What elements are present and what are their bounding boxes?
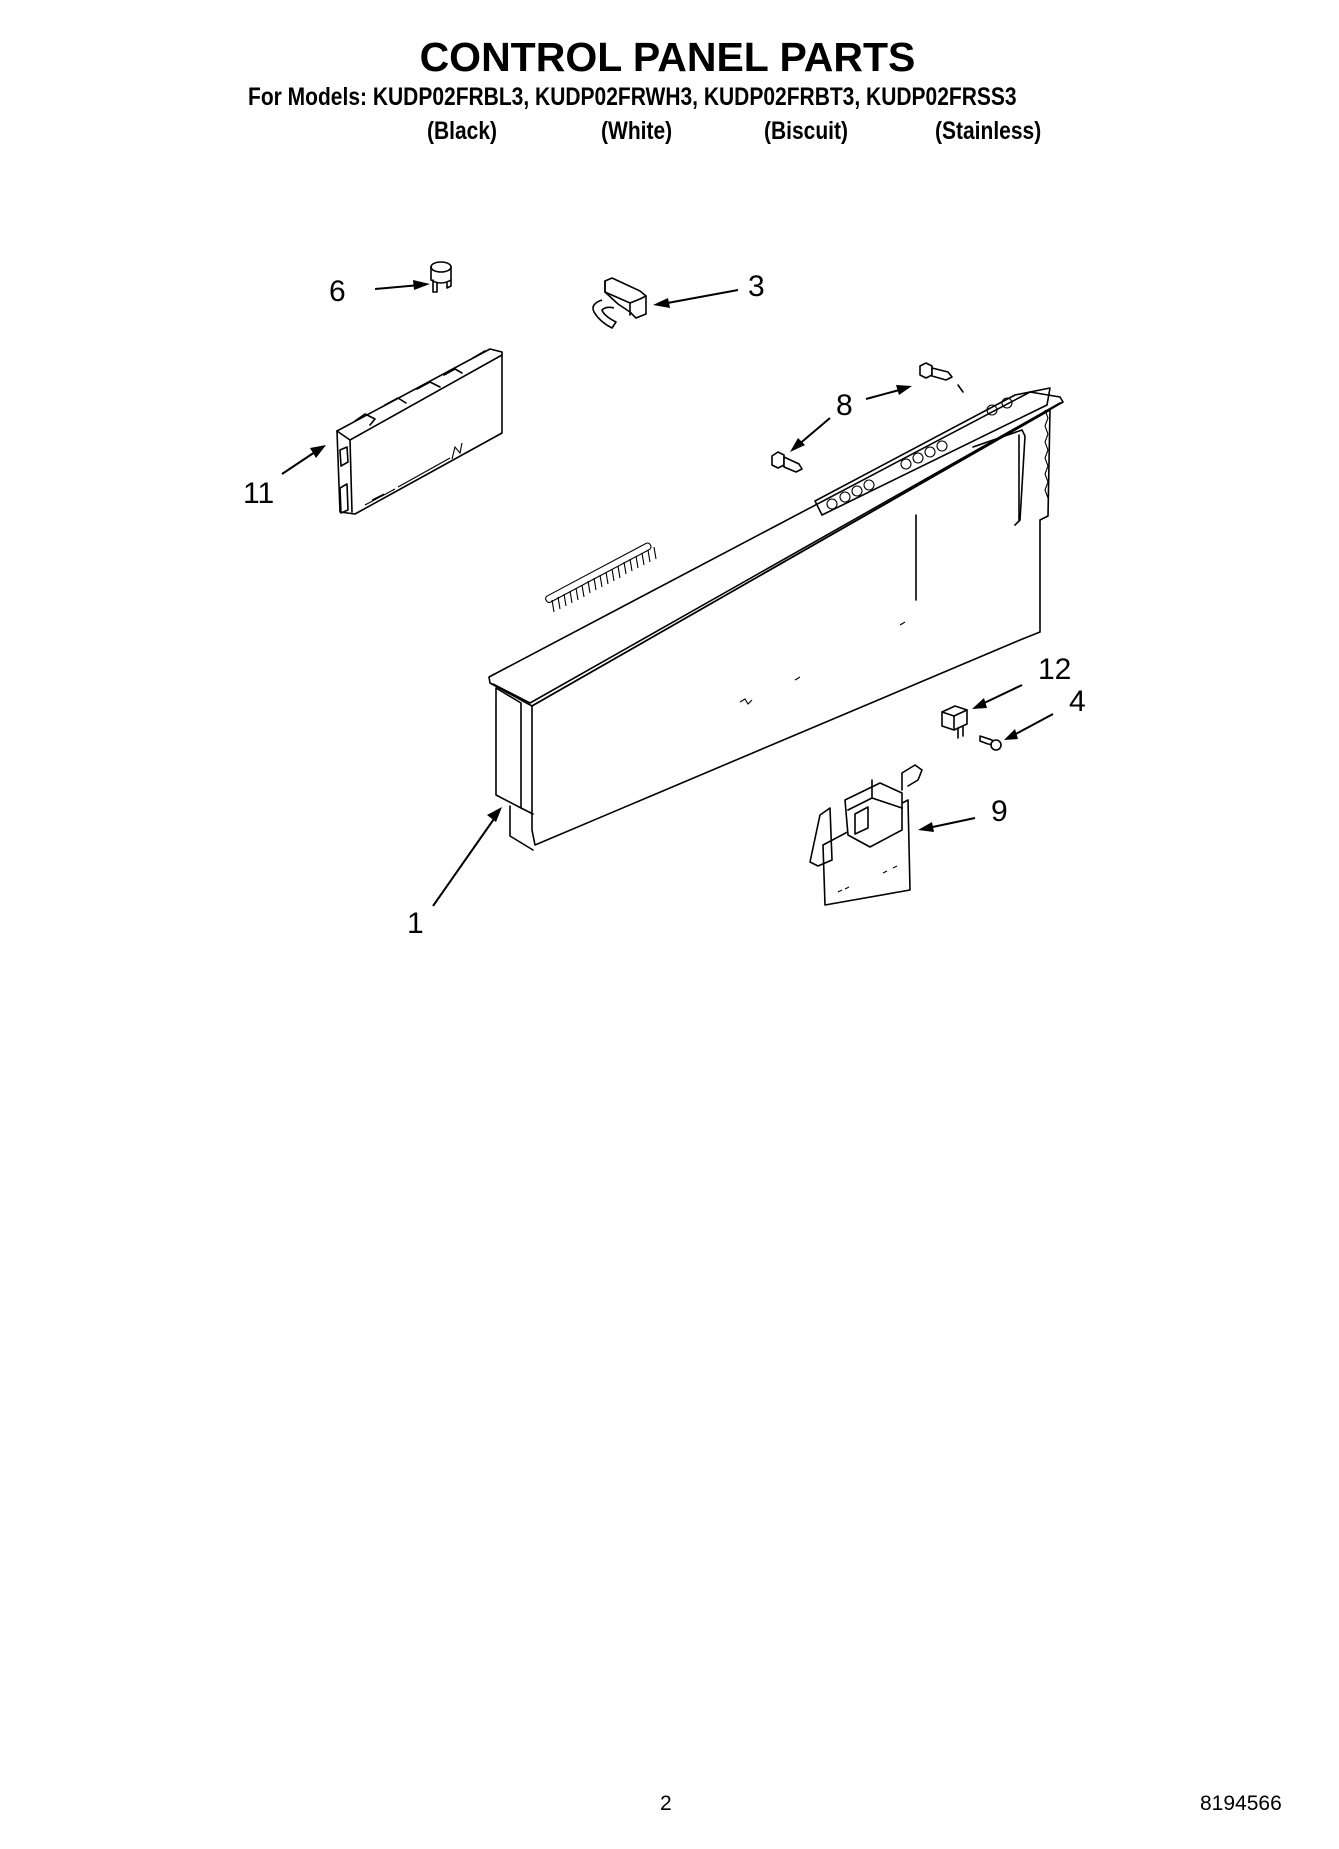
callout-1: 1 (407, 907, 424, 940)
callout-11: 11 (243, 477, 275, 510)
callout-12: 12 (1038, 653, 1072, 686)
callout-4: 4 (1069, 685, 1086, 718)
part-9-latch-assembly-icon (809, 764, 923, 906)
part-1-control-panel-icon (488, 387, 1064, 851)
callout-8: 8 (836, 389, 853, 422)
color-biscuit: (Biscuit) (764, 117, 848, 145)
part-8-screw-upper-icon (919, 362, 964, 393)
callout-6: 6 (329, 275, 346, 308)
callout-9: 9 (991, 795, 1008, 828)
page-title: CONTROL PANEL PARTS (419, 34, 916, 80)
color-black: (Black) (427, 117, 498, 145)
part-3-clip-icon (592, 277, 647, 329)
part-11-control-board-icon (336, 348, 503, 515)
color-stainless: (Stainless) (935, 117, 1042, 145)
page-number: 2 (660, 1792, 672, 1815)
part-8-screw-lower-icon (771, 451, 803, 473)
part-6-cap-icon (430, 261, 452, 293)
callout-3: 3 (748, 270, 765, 303)
color-white: (White) (601, 117, 673, 145)
part-12-switch-icon (941, 705, 968, 739)
part-4-screw-icon (979, 735, 1002, 751)
document-number: 8194566 (1200, 1792, 1282, 1815)
models-line: For Models: KUDP02FRBL3, KUDP02FRWH3, KU… (248, 83, 1017, 111)
